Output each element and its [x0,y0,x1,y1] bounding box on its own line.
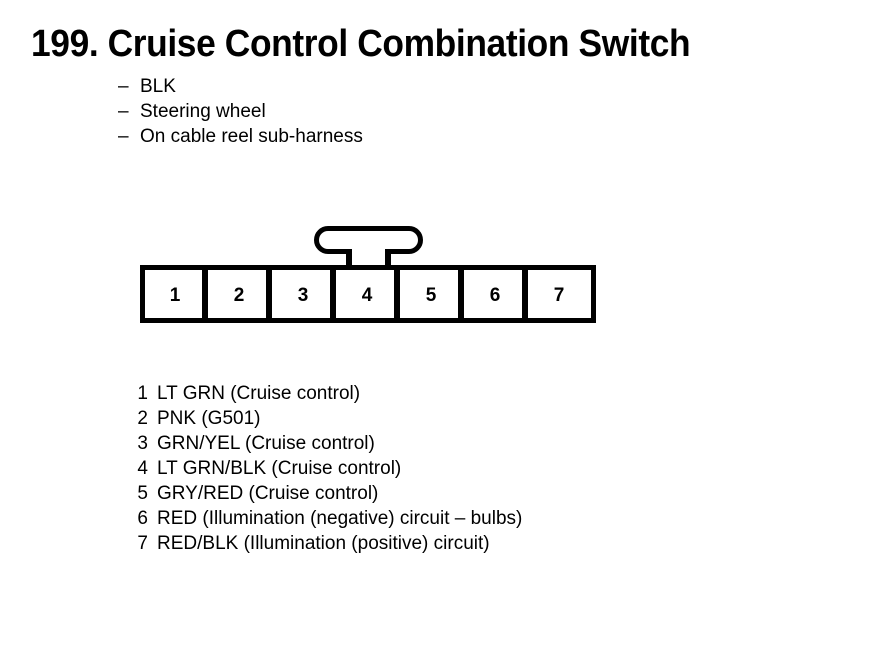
legend-pin-number: 1 [137,383,148,404]
legend-pin-number: 7 [137,533,148,554]
legend-wire-label: GRN/YEL (Cruise control) [157,433,375,454]
description-list: – BLK – Steering wheel – On cable reel s… [118,76,363,151]
description-label: On cable reel sub-harness [140,126,363,147]
connector-body [140,265,596,323]
legend-row: 3 GRN/YEL (Cruise control) [133,433,522,458]
legend-wire-label: LT GRN (Cruise control) [157,383,361,404]
dash-marker: – [118,126,129,147]
legend-row: 7 RED/BLK (Illumination (positive) circu… [133,533,522,558]
legend-row: 4 LT GRN/BLK (Cruise control) [133,458,522,483]
description-label: BLK [140,76,176,97]
legend-pin-number: 6 [137,508,148,529]
page-title-text: Cruise Control Combination Switch [107,23,691,65]
legend-wire-label: LT GRN/BLK (Cruise control) [157,458,402,479]
pin-number-3: 3 [298,285,309,306]
legend-pin-number: 4 [137,458,148,479]
legend-row: 6 RED (Illumination (negative) circuit –… [133,508,522,533]
description-item: – On cable reel sub-harness [118,126,363,151]
page-title: 199.Cruise Control Combination Switch [31,22,691,66]
pin-number-7: 7 [554,285,565,306]
legend-wire-label: RED/BLK (Illumination (positive) circuit… [157,533,490,554]
locking-tab-icon [314,226,423,268]
dash-marker: – [118,101,129,122]
pin-legend: 1 LT GRN (Cruise control) 2 PNK (G501) 3… [133,383,522,558]
description-label: Steering wheel [140,101,266,122]
pin-number-2: 2 [234,285,245,306]
description-item: – Steering wheel [118,101,363,126]
legend-row: 1 LT GRN (Cruise control) [133,383,522,408]
pin-number-4: 4 [362,285,373,306]
pin-number-6: 6 [490,285,501,306]
legend-pin-number: 3 [137,433,148,454]
description-item: – BLK [118,76,363,101]
connector-diagram: 1 2 3 4 5 6 7 [140,222,596,324]
legend-row: 2 PNK (G501) [133,408,522,433]
legend-pin-number: 2 [137,408,148,429]
legend-pin-number: 5 [137,483,148,504]
legend-row: 5 GRY/RED (Cruise control) [133,483,522,508]
dash-marker: – [118,76,129,97]
pin-number-5: 5 [426,285,437,306]
legend-wire-label: PNK (G501) [157,408,261,429]
cavity-dividers [202,267,528,321]
legend-wire-label: GRY/RED (Cruise control) [157,483,379,504]
legend-wire-label: RED (Illumination (negative) circuit – b… [157,508,523,529]
pin-number-1: 1 [170,285,181,306]
page-title-number: 199. [31,23,99,65]
